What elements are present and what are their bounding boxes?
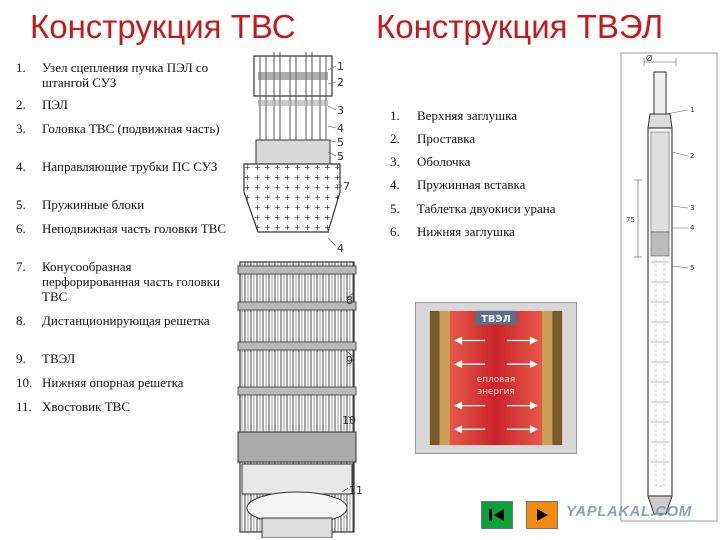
list-item-number: 4. [16, 159, 26, 174]
list-item-text: Головка ТВС (подвижная часть) [42, 121, 220, 136]
heat-transfer-diagram: ТВЭЛ епловая энергия [415, 302, 577, 454]
tvs-callout: 3 [337, 104, 344, 117]
first-slide-button[interactable] [481, 501, 513, 529]
tvel-parts-list: 1. Верхняя заглушка 2. Проставка 3. Оболочк… [390, 0, 620, 260]
tvs-callout: 9 [346, 354, 353, 367]
tvs-callout: 11 [349, 484, 362, 497]
play-forward-icon [537, 509, 548, 521]
list-item-number: 7. [16, 259, 26, 274]
list-item-text: ТВЭЛ [42, 351, 76, 366]
slide-title-tvel: Конструкция ТВЭЛ [376, 8, 664, 45]
list-item-number: 3. [16, 121, 26, 136]
list-item-number: 11. [16, 399, 32, 414]
tvs-callout: 1 [337, 60, 344, 73]
list-item-text: Хвостовик ТВС [42, 399, 130, 414]
tvel-callout: 2 [690, 152, 694, 160]
tvel-callout: 5 [690, 264, 694, 272]
tvs-callout: 4 [337, 122, 344, 135]
tvel-dim-label: 75 [626, 216, 635, 224]
list-item-text: Пружинная вставка [417, 177, 526, 192]
list-item-number: 2. [16, 97, 26, 112]
list-item-number: 5. [390, 201, 400, 216]
list-item-number: 1. [16, 60, 26, 75]
slide-title-tvs: Конструкция ТВС [30, 8, 296, 45]
list-item-number: 10. [16, 375, 33, 390]
list-item-text: Таблетка двуокиси урана [417, 201, 556, 216]
tvel-callout: 1 [690, 106, 694, 114]
tvs-assembly-drawing: + 1 2 3 4 5 5 7 [237, 52, 362, 538]
tvs-callout: 5 [337, 136, 344, 149]
tvs-parts-list: 1. Узел сцепления пучка ПЭЛ со штангой СУ… [16, 0, 226, 540]
tvel-rod-drawing: Ø 75 1 2 3 4 5 [620, 52, 718, 522]
skip-to-start-icon [489, 509, 504, 521]
list-item-number: 2. [390, 131, 400, 146]
list-item-text: Оболочка [417, 154, 471, 169]
list-item-number: 3. [390, 154, 400, 169]
list-item-text: Дистанционирующая решетка [42, 313, 210, 328]
list-item-number: 4. [390, 177, 400, 192]
list-item-text: Направляющие трубки ПС СУЗ [42, 159, 218, 174]
list-item-text: Узел сцепления пучка ПЭЛ со штангой СУЗ [42, 60, 209, 90]
list-item-text: Нижняя заглушка [417, 224, 515, 239]
list-item-number: 6. [16, 221, 26, 236]
heat-energy-label: энергия [477, 387, 515, 397]
list-item-text: ПЭЛ [42, 97, 68, 112]
list-item-number: 9. [16, 351, 26, 366]
heat-fuel-label: ТВЭЛ [481, 314, 511, 325]
next-slide-button[interactable] [526, 501, 558, 529]
heat-energy-label: епловая [477, 375, 515, 385]
list-item-number: 8. [16, 313, 26, 328]
tvs-callout: 7 [343, 180, 350, 193]
tvs-callout: 4 [337, 242, 344, 255]
tvel-callout: 3 [690, 204, 694, 212]
tvel-dim-label: Ø [646, 53, 652, 63]
tvs-callout: 8 [346, 294, 353, 307]
tvs-callout: 5 [337, 150, 344, 163]
list-item-number: 1. [390, 108, 400, 123]
tvel-callout: 4 [690, 224, 695, 232]
tvs-callout: 10 [342, 414, 356, 427]
list-item-text: Пружинные блоки [42, 197, 145, 212]
list-item-text: Нижняя опорная решетка [42, 375, 184, 390]
list-item-text: Неподвижная часть головки ТВС [42, 221, 227, 236]
tvs-callout: 2 [337, 76, 344, 89]
list-item-text: Верхняя заглушка [417, 108, 518, 123]
list-item-number: 5. [16, 197, 26, 212]
site-watermark: YAPLAKAL.COM [566, 503, 692, 520]
list-item-text: Проставка [417, 131, 476, 146]
list-item-text: Конусообразная перфорированная часть гол… [42, 259, 220, 304]
list-item-number: 6. [390, 224, 400, 239]
